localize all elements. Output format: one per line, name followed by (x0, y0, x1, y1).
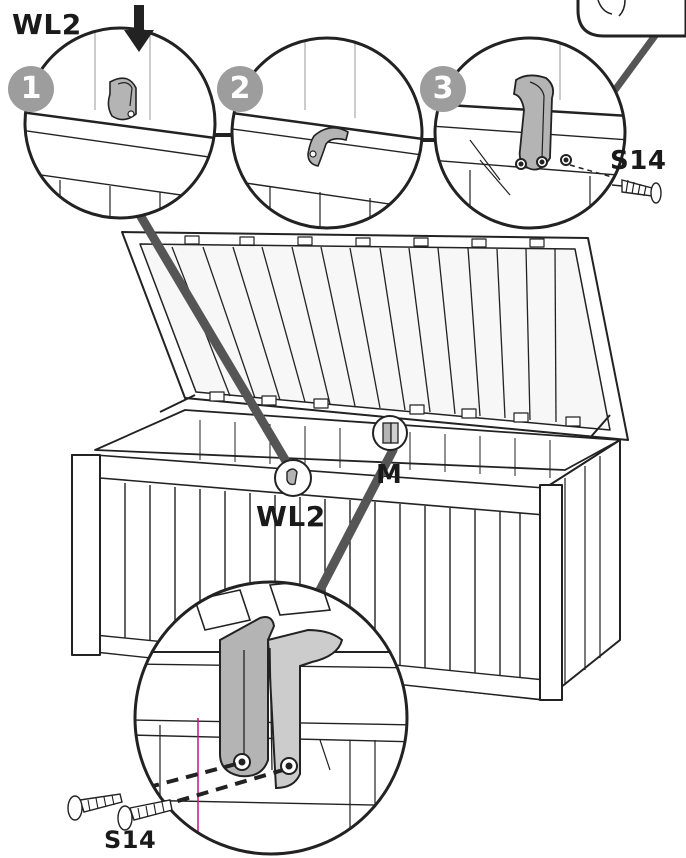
step-badge-1: 1 (8, 66, 54, 112)
step-badge-2: 2 (217, 66, 263, 112)
box-lid (121, 231, 629, 441)
detail-circle-wl2 (274, 459, 312, 497)
label-s14-top: S14 (610, 146, 667, 176)
step-badge-3: 3 (420, 66, 466, 112)
label-s14-bottom: S14 (104, 826, 157, 854)
detail-circle-m (372, 415, 408, 451)
label-m: M (376, 460, 403, 490)
label-wl2-box: WL2 (256, 500, 326, 533)
detail-view-bracket (133, 580, 409, 856)
detail-view-step-1 (23, 5, 217, 220)
detail-view-step-2 (230, 36, 424, 230)
detail-view-step-3 (433, 36, 627, 230)
screw-pair-icon (67, 793, 173, 831)
down-arrow-icon (124, 5, 154, 52)
partial-detail-box (576, 0, 686, 38)
label-wl2-top: WL2 (12, 8, 82, 41)
screw-icon (611, 179, 662, 204)
